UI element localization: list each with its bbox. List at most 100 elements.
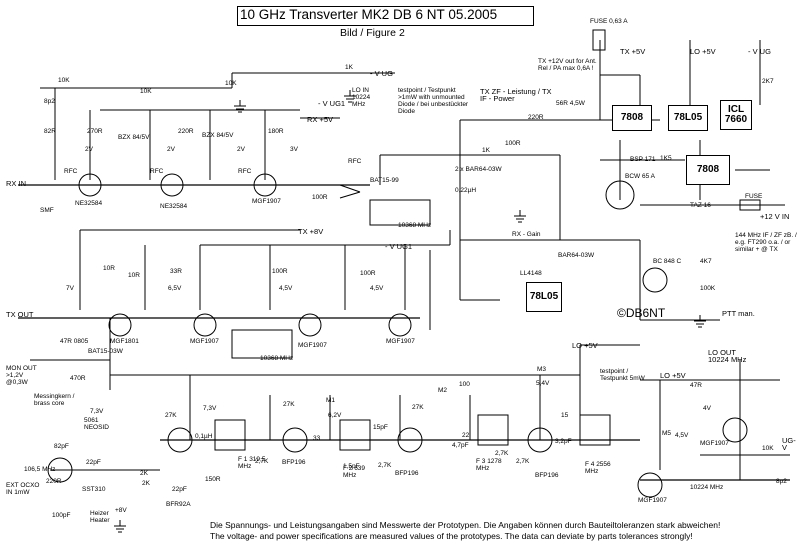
k47-label: 4K7: [700, 258, 712, 265]
f2-label: F 2 639 MHz: [343, 465, 366, 479]
mon-out-label: MON OUT >1,2V @0,3W: [6, 365, 37, 386]
lo5v-r-label: LO +5V: [660, 371, 686, 380]
txzf-label: TX ZF - Leistung / TX IF - Power: [480, 87, 552, 103]
smf-label: SMF: [40, 207, 54, 214]
rfc-a-label: RFC: [64, 168, 78, 175]
r100c-label: 100R: [272, 268, 288, 275]
v62-label: 6,2V: [328, 412, 342, 419]
v45b-label: 4,5V: [370, 285, 384, 292]
lo-out-label: LO OUT 10224 MHz: [708, 348, 747, 364]
f1-label: F 1 319,5 MHz: [238, 456, 266, 470]
n22-label: 22: [462, 432, 470, 439]
fuse-r-label: FUSE: [745, 193, 763, 200]
fuse-label: FUSE 0,63 A: [590, 18, 628, 25]
ll4148-label: LL4148: [520, 270, 542, 277]
pf15-label: 15pF: [373, 424, 388, 431]
ugv-label: UG- V: [782, 436, 796, 452]
vug1-label: - V UG1: [318, 99, 346, 108]
r10a-label: 10R: [103, 265, 115, 272]
taz16-label: TAZ 16: [690, 202, 711, 209]
k10b-label: 10K: [140, 88, 152, 95]
tx5v-label: TX +5V: [620, 47, 646, 56]
if144-label: 144 MHz IF / ZF zB. / e.g. FT290 o.a. / …: [735, 232, 797, 253]
bfp196-a-label: BFP196: [282, 459, 306, 466]
testpoint1-label: testpoint / Testpunkt >1mW with unmounte…: [398, 87, 469, 115]
f10224-label: 10224 MHz: [690, 484, 724, 491]
bsp171-label: BSP 171: [630, 156, 656, 163]
ne32584-b-label: NE32584: [160, 203, 188, 210]
ic-7808-main: 7808: [686, 155, 730, 185]
r33b-label: 33: [313, 435, 321, 442]
page-title: 10 GHz Transverter MK2 DB 6 NT 05.2005: [240, 7, 498, 22]
rx5v-label: RX +5V: [307, 115, 334, 124]
rfc-c-label: RFC: [238, 168, 252, 175]
r100b-label: 100R: [312, 194, 328, 201]
rfc-b-label: RFC: [150, 168, 164, 175]
messing-label: Messingkern / brass core: [34, 393, 75, 407]
vug-tr-label: - V UG: [370, 69, 393, 78]
title-frame: [237, 6, 534, 26]
k100-label: 100K: [700, 285, 716, 292]
k27a-label: 27K: [165, 412, 177, 419]
k27-label: 2K7: [762, 78, 774, 85]
v45a-label: 4,5V: [279, 285, 293, 292]
v2b-label: 2V: [167, 146, 175, 153]
mgf1907-e-label: MGF1907: [700, 440, 729, 447]
vug1b-label: - V UG1: [385, 242, 413, 251]
bfp196-c-label: BFP196: [535, 472, 559, 479]
r470-label: 470R: [70, 375, 86, 382]
v8-label: +8V: [115, 507, 127, 514]
k1-label: 1K: [345, 64, 353, 71]
m1-label: M1: [326, 397, 336, 404]
r82a-label: 82R: [44, 128, 56, 135]
copyright-mark: ©DB6NT: [617, 306, 666, 320]
mgf1907-b-label: MGF1907: [190, 338, 219, 345]
footer-en: The voltage- and power specifications ar…: [210, 531, 693, 541]
r33-label: 33R: [170, 268, 182, 275]
v12in-label: +12 V IN: [760, 212, 790, 221]
m3-label: M3: [537, 366, 547, 373]
r220b-label: 220R: [178, 128, 194, 135]
tx8v-label: TX +8V: [298, 227, 324, 236]
k27e-label: 2,7K: [378, 462, 392, 469]
pf82r-label: 8p2: [776, 478, 787, 485]
m2-label: M2: [438, 387, 448, 394]
ptt-label: PTT man.: [722, 309, 755, 318]
k27f-label: 2,7K: [516, 458, 530, 465]
neosid-label: 5061 NEOSID: [84, 417, 109, 431]
pf82-label: 82pF: [54, 443, 69, 450]
page-subtitle: Bild / Figure 2: [340, 27, 405, 39]
lo-in-label: LO IN 10224 MHz: [352, 87, 371, 108]
v3-label: 3V: [290, 146, 298, 153]
r100a-label: 100R: [505, 140, 521, 147]
r220a-label: 220R: [528, 114, 544, 121]
f3-label: F 3 1278 MHz: [476, 458, 502, 472]
r10b-label: 10R: [128, 272, 140, 279]
ic-7808-tx: 7808: [612, 105, 652, 131]
v4-label: 4V: [703, 405, 711, 412]
bcw65-label: BCW 65 A: [625, 173, 655, 180]
k2a-label: 2K: [140, 470, 148, 477]
mgf1907-a-label: MGF1907: [252, 198, 281, 205]
k27b-label: 27K: [283, 401, 295, 408]
v45c-label: 4,5V: [675, 432, 689, 439]
pf100-label: 100pF: [52, 512, 71, 519]
ic-icl7660: ICL 7660: [720, 100, 752, 130]
k2b-label: 2K: [142, 480, 150, 487]
lo5v-mid-label: LO +5V: [572, 341, 598, 350]
lo5v-label: LO +5V: [690, 47, 716, 56]
footer-de: Die Spannungs- und Leistungsangaben sind…: [210, 520, 721, 530]
k10c-label: 10K: [225, 80, 237, 87]
testpoint2-label: testpoint / Testpunkt 5mW: [600, 368, 645, 382]
bat1599-label: BAT15-99: [370, 177, 399, 184]
pf22a-label: 22pF: [86, 459, 101, 466]
uh022-label: 0,22µH: [455, 187, 477, 194]
k10d-label: 10K: [762, 445, 774, 452]
k27d-label: 2,7K: [255, 458, 269, 465]
mgf1907-f-label: MGF1907: [638, 497, 667, 504]
ic-78l05-lo: 78L05: [668, 105, 708, 131]
v73b-label: 7,3V: [203, 405, 217, 412]
rx-in-label: RX IN: [6, 179, 27, 188]
uh01-label: 0,1µH: [195, 433, 213, 440]
r47b-label: 47R: [690, 382, 702, 389]
